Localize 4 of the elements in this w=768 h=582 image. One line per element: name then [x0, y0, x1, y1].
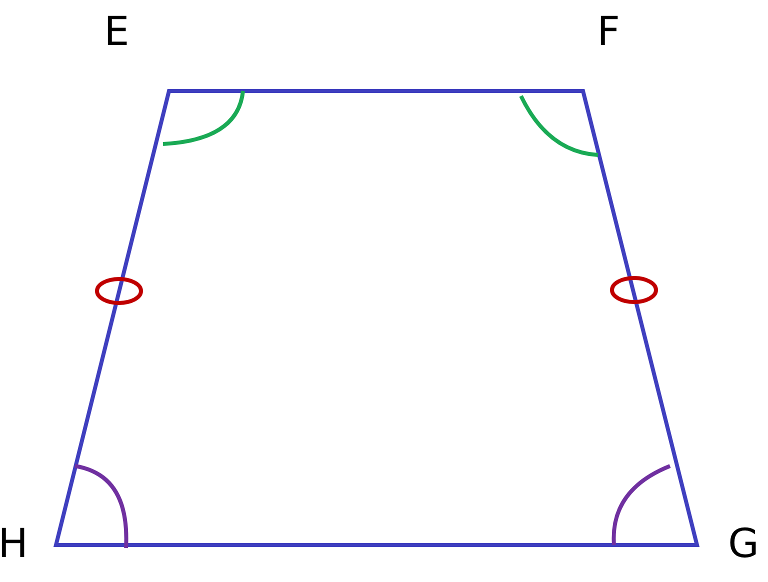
- vertex-label: F: [597, 12, 620, 52]
- vertex-label: G: [728, 524, 759, 564]
- vertex-label: H: [0, 524, 28, 564]
- vertex-label: E: [104, 12, 130, 52]
